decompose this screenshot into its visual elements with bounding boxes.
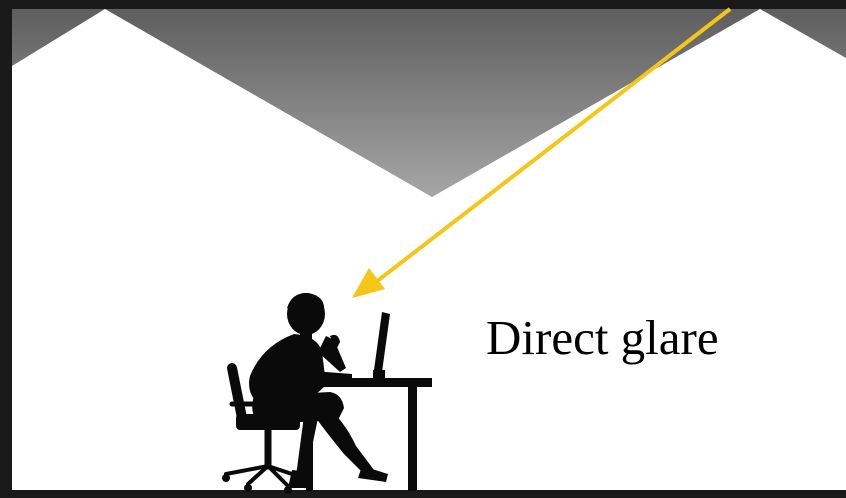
ceiling-shape bbox=[12, 9, 846, 197]
direct-glare-label: Direct glare bbox=[486, 308, 719, 368]
frame-left-border bbox=[0, 0, 12, 498]
frame-bottom-border bbox=[0, 490, 846, 498]
frame-top-border bbox=[0, 0, 846, 9]
computer-monitor-icon bbox=[373, 312, 390, 379]
